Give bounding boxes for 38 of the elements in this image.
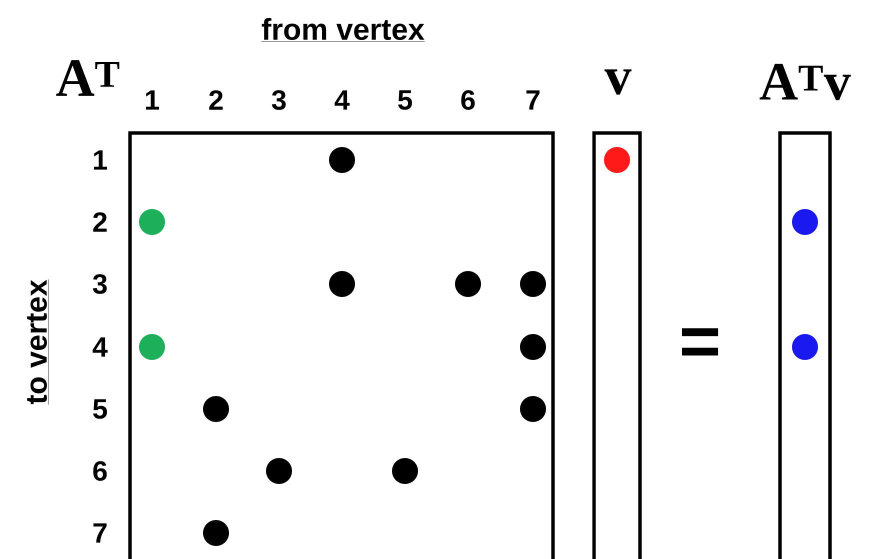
index-number: 3 (272, 90, 286, 110)
dot (792, 334, 818, 360)
dot (329, 271, 355, 297)
vector-box (778, 131, 832, 559)
matrix-box (128, 131, 555, 559)
vector-box (592, 131, 642, 559)
index-number: 5 (398, 90, 412, 110)
index-number: 1 (94, 150, 108, 170)
dot (792, 209, 818, 235)
dot (203, 396, 229, 422)
index-number: 4 (334, 90, 350, 110)
matrix-label: A$^{T}$ (56, 60, 120, 96)
dot (520, 396, 546, 422)
index-number: 2 (93, 212, 107, 232)
dot (520, 334, 546, 360)
dot (329, 147, 355, 173)
index-number: 7 (93, 523, 107, 543)
index-number: 6 (93, 461, 107, 481)
dot (139, 209, 165, 235)
index-number: 5 (93, 399, 108, 419)
dot (520, 271, 546, 297)
index-number: 7 (526, 90, 540, 110)
dot (266, 458, 292, 484)
index-number: 2 (209, 90, 223, 110)
axis-title: to vertex (27, 279, 49, 405)
dot (392, 458, 418, 484)
index-number: 4 (92, 337, 108, 357)
dot (139, 334, 165, 360)
product-label: A$^{T}$v (760, 64, 851, 100)
index-number: 3 (92, 274, 107, 294)
index-number: 6 (461, 90, 475, 110)
dot (604, 147, 630, 173)
axis-title: from vertex (261, 18, 425, 42)
index-number: 1 (146, 90, 160, 110)
dot (203, 520, 229, 546)
equals-sign: = (682, 328, 718, 356)
dot (455, 271, 481, 297)
vector-label: v (604, 69, 632, 95)
